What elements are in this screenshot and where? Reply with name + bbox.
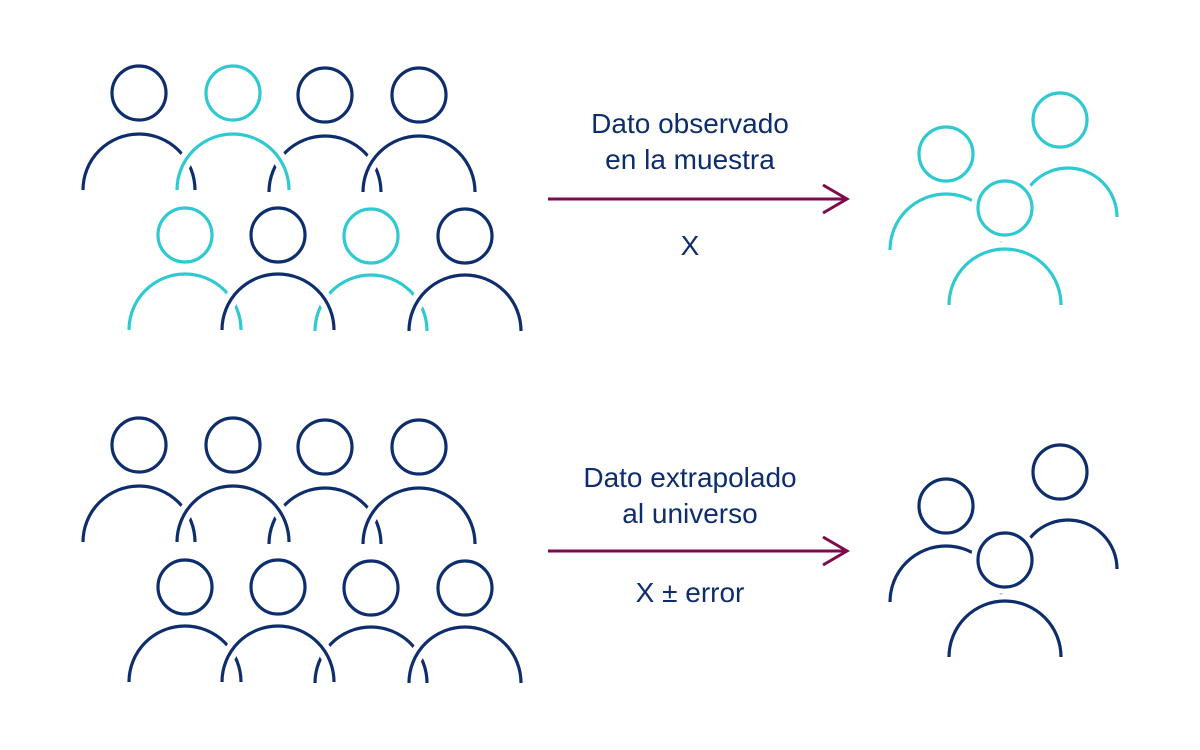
person-head-icon: [105, 59, 173, 127]
person-head-icon: [105, 411, 173, 479]
arrow-icon: [548, 183, 850, 215]
extrapolated-label: Dato extrapolado al universo: [530, 460, 850, 532]
person-head-icon: [151, 201, 219, 269]
person-head-icon: [244, 201, 312, 269]
arrow-icon: [548, 535, 850, 567]
person-body-icon: [215, 267, 341, 331]
person-body-icon: [356, 481, 482, 545]
person-body-icon: [402, 268, 528, 332]
person-body-icon: [356, 129, 482, 193]
person-body-icon: [170, 479, 296, 543]
person-head-icon: [199, 59, 267, 127]
person-head-icon: [291, 413, 359, 481]
person-head-icon: [385, 413, 453, 481]
person-head-icon: [431, 202, 499, 270]
sample-person-body-icon: [942, 594, 1068, 658]
extrapolated-label-line2: al universo: [622, 498, 758, 529]
person-body-icon: [402, 620, 528, 684]
extrapolated-value: X ± error: [635, 577, 745, 608]
extrapolated-label-line1: Dato extrapolado: [583, 462, 797, 493]
sample-person-head-icon: [1026, 438, 1094, 506]
observed-label-line1: Dato observado: [591, 108, 789, 139]
sample-person-head-icon: [1026, 86, 1094, 154]
sample-person-head-icon: [912, 472, 980, 540]
sample-person-head-icon: [912, 120, 980, 188]
person-head-icon: [385, 61, 453, 129]
sample-person-head-icon: [971, 174, 1039, 242]
person-head-icon: [337, 202, 405, 270]
person-head-icon: [337, 554, 405, 622]
person-head-icon: [291, 61, 359, 129]
observed-value: X: [680, 230, 700, 261]
person-head-icon: [151, 553, 219, 621]
sample-person-head-icon: [971, 526, 1039, 594]
person-head-icon: [199, 411, 267, 479]
observed-section: [76, 59, 1124, 332]
extrapolated-section: [76, 411, 1124, 684]
person-head-icon: [431, 554, 499, 622]
sample-person-body-icon: [942, 242, 1068, 306]
person-head-icon: [244, 553, 312, 621]
observed-label: Dato observado en la muestra: [530, 106, 850, 178]
person-body-icon: [170, 127, 296, 191]
observed-label-line2: en la muestra: [605, 144, 775, 175]
person-body-icon: [215, 619, 341, 683]
